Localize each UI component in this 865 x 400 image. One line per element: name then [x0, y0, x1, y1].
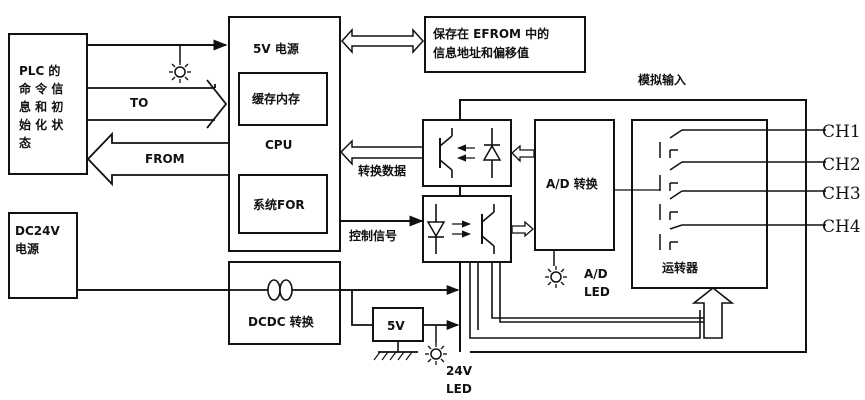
- plc-line-4: 始 化 状: [19, 117, 64, 132]
- analog-input-label: 模拟输入: [638, 72, 686, 87]
- multiplexer-box: 运转器: [631, 119, 768, 289]
- from-arrow: [86, 131, 228, 187]
- ad-led-line-1: A/D: [584, 267, 608, 281]
- channel-label-1: CH1: [822, 122, 861, 142]
- v5-regulator-box: 5V: [372, 307, 424, 342]
- eeprom-line-2: 信息地址和偏移值: [433, 45, 529, 60]
- internal-power-lines: [469, 262, 710, 339]
- mux-power-arrow: [691, 286, 735, 339]
- switch-4: [659, 224, 826, 250]
- optocoupler-top: [422, 119, 512, 187]
- plc-line-5: 态: [19, 135, 31, 150]
- dcdc-5v-line: [351, 290, 372, 326]
- plc-activity-led-icon: [169, 61, 191, 83]
- cpu-box: 5V 电源 缓存内存 CPU 系统FOR: [228, 16, 341, 252]
- led24-line-1: 24V: [446, 364, 473, 378]
- channel-label-2: CH2: [822, 155, 861, 175]
- dcdc-converter-box: DCDC 转换: [228, 261, 341, 345]
- dcdc-converter-label: DCDC 转换: [248, 314, 315, 329]
- ad-converter-box: A/D 转换: [534, 119, 615, 251]
- switch-1: [659, 129, 826, 158]
- dc24v-line-2: 电源: [15, 241, 39, 256]
- cpu-eeprom-arrow: [340, 28, 425, 54]
- channel-label-4: CH4: [822, 217, 861, 237]
- switch-3: [659, 190, 826, 220]
- ad-led-line-2: LED: [584, 285, 610, 299]
- eeprom-line-1: 保存在 EFROM 中的: [432, 26, 549, 41]
- buffer-memory-box: [238, 72, 328, 126]
- cpu-label: CPU: [265, 138, 292, 152]
- module-frame: [459, 99, 807, 353]
- ground-icon: [373, 341, 418, 361]
- plc-line-3: 息 和 初: [19, 99, 63, 114]
- convert-data-label: 转换数据: [358, 163, 406, 178]
- opto-to-ad-arrow: [511, 220, 534, 238]
- to-label: TO: [130, 96, 148, 110]
- eeprom-box: 保存在 EFROM 中的 信息地址和偏移值: [424, 16, 586, 73]
- v5-regulator-label: 5V: [387, 319, 405, 333]
- dc24v-power-box: DC24V 电源: [8, 212, 78, 299]
- control-signal-label: 控制信号: [349, 228, 397, 243]
- cpu-power-label: 5V 电源: [253, 41, 299, 56]
- optocoupler-bottom: [422, 195, 512, 263]
- convert-data-arrow: [339, 139, 425, 166]
- led24-line-2: LED: [446, 382, 472, 396]
- system-for-box: [238, 174, 328, 234]
- plc-line-1: PLC 的: [19, 63, 60, 78]
- from-label: FROM: [145, 152, 185, 166]
- to-arrow: [87, 79, 228, 129]
- plc-line-2: 命 令 信: [18, 81, 63, 96]
- ad-to-opto-arrow: [511, 144, 535, 163]
- dc24v-line-1: DC24V: [15, 224, 60, 238]
- plc-box: PLC 的 命 令 信 息 和 初 始 化 状 态: [8, 33, 88, 175]
- switch-2: [659, 161, 826, 191]
- led-24v-icon: [425, 343, 447, 365]
- ad-led-icon: [545, 266, 567, 288]
- ad-converter-label: A/D 转换: [546, 176, 599, 191]
- buffer-memory-label: 缓存内存: [252, 91, 300, 106]
- channel-label-3: CH3: [822, 184, 861, 204]
- system-for-label: 系统FOR: [253, 197, 305, 212]
- multiplexer-label: 运转器: [662, 260, 699, 275]
